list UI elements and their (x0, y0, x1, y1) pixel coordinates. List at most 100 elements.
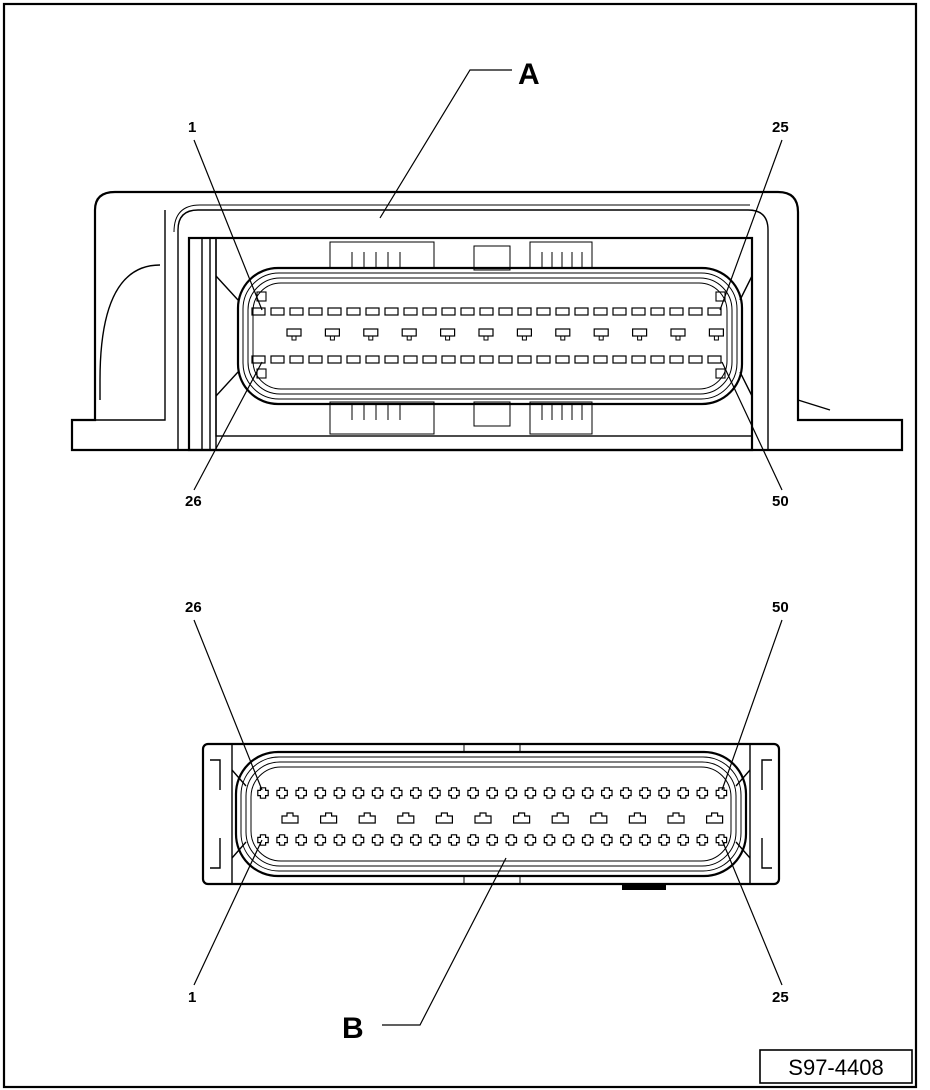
connector-b-pin-top (371, 787, 384, 799)
connector-b-pin-bottom (696, 834, 709, 846)
connector-b-pin-bottom (448, 834, 460, 846)
connector-b-pin-bottom (620, 834, 632, 846)
connector-a-pin-middle (555, 328, 571, 341)
pin-label-a-50: 50 (772, 493, 789, 510)
connector-a-pin-top (631, 307, 646, 316)
connector-a-pin-bottom (707, 355, 722, 364)
connector-b-pin-top (505, 787, 518, 799)
connector-b-pin-middle (435, 812, 453, 824)
pin-label-a-25: 25 (772, 119, 789, 136)
connector-a-pin-bottom (346, 355, 361, 364)
connector-b-pin-bottom (562, 834, 575, 846)
connector-b-pin-middle (397, 812, 415, 824)
connector-b-pin-bottom (581, 834, 594, 846)
connector-a-pin-top (536, 307, 551, 316)
leader-b (382, 857, 507, 1026)
connector-a-pin-middle (708, 328, 725, 341)
connector-b-pin-top (314, 787, 327, 799)
connector-a-pin-top (346, 307, 361, 316)
connector-b-pin-bottom (524, 834, 537, 846)
leader-a (379, 69, 512, 219)
connector-b (201, 742, 781, 890)
callout-b: B (342, 1012, 364, 1045)
connector-b-pin-bottom (276, 834, 288, 846)
connector-b-pin-bottom (639, 834, 651, 846)
connector-b-pin-bottom (390, 834, 403, 846)
connector-a-pin-bottom (327, 355, 342, 364)
leader-a-25 (719, 139, 783, 311)
connector-a-pin-bottom (479, 355, 494, 364)
connector-a-pin-top (669, 307, 684, 316)
connector-a-pin-middle (516, 328, 533, 341)
connector-a-pin-top (403, 307, 418, 316)
leader-a-26 (193, 361, 263, 491)
connector-a-pin-bottom (669, 355, 684, 364)
connector-b-pin-middle (474, 812, 492, 824)
connector-b-pin-middle (551, 812, 569, 824)
connector-a-key (715, 368, 726, 379)
connector-b-pin-bottom (467, 834, 479, 846)
connector-b-pin-bottom (658, 834, 670, 846)
connector-a-pin-top (365, 307, 380, 316)
connector-a-pin-bottom (498, 355, 513, 364)
connector-a-pin-bottom (536, 355, 551, 364)
connector-a-pin-top (479, 307, 494, 316)
connector-a-pin-middle (363, 328, 379, 341)
connector-a-pin-top (441, 307, 456, 316)
connector-a-pin-bottom (251, 355, 266, 364)
connector-b-pin-top (677, 787, 689, 799)
pin-label-b-25: 25 (772, 989, 789, 1006)
connector-a-pin-top (688, 307, 703, 316)
connector-a-pin-middle (286, 328, 302, 341)
connector-b-pin-top (715, 787, 728, 799)
connector-b-pin-top (257, 787, 269, 799)
connector-b-pin-middle (667, 812, 685, 824)
leader-a-50 (721, 361, 783, 491)
connector-b-pin-top (429, 787, 441, 799)
connector-a-pin-top (460, 307, 475, 316)
figure-id: S97-4408 (788, 1055, 883, 1080)
connector-a-pin-bottom (460, 355, 475, 364)
connector-a-pin-middle (478, 328, 494, 341)
connector-b-pin-middle (590, 812, 608, 824)
connector-b-pin-top (467, 787, 479, 799)
connector-a-pin-bottom (593, 355, 608, 364)
connector-a-pin-bottom (403, 355, 418, 364)
connector-a-pin-top (612, 307, 627, 316)
connector-a-pin-top (517, 307, 532, 316)
connector-a-pin-bottom (517, 355, 532, 364)
connector-a-pin-bottom (688, 355, 703, 364)
connector-a-pin-bottom (441, 355, 456, 364)
connector-a-pin-middle (401, 328, 417, 341)
connector-a-pin-middle (631, 328, 648, 341)
figure-id-box (759, 1049, 913, 1084)
connector-b-pin-top (658, 787, 670, 799)
connector-b-pin-bottom (410, 834, 422, 846)
connector-a-pin-middle (324, 328, 340, 341)
leader-b-50 (721, 619, 783, 791)
connector-b-pin-bottom (486, 834, 498, 846)
connector-b-pin-bottom (352, 834, 365, 846)
connector-b-pin-middle (320, 812, 338, 824)
connector-a-pin-bottom (308, 355, 323, 364)
connector-a-pin-top (498, 307, 513, 316)
connector-b-pin-top (620, 787, 632, 799)
connector-a-pin-middle (670, 328, 686, 341)
connector-b-pin-bottom (429, 834, 441, 846)
connector-b-pin-top (486, 787, 498, 799)
connector-a-pin-top (555, 307, 570, 316)
connector-b-pin-bottom (314, 834, 327, 846)
connector-a (70, 190, 904, 452)
connector-a-pin-bottom (612, 355, 627, 364)
connector-a-pin-bottom (422, 355, 437, 364)
connector-a-pin-middle (593, 328, 609, 341)
connector-b-pin-bottom (371, 834, 384, 846)
connector-a-pin-top (422, 307, 437, 316)
connector-b-pin-top (410, 787, 422, 799)
connector-a-pin-bottom (289, 355, 304, 364)
leader-b-25 (721, 839, 783, 986)
connector-a-pin-top (251, 307, 266, 316)
connector-b-pin-bottom (257, 834, 269, 846)
